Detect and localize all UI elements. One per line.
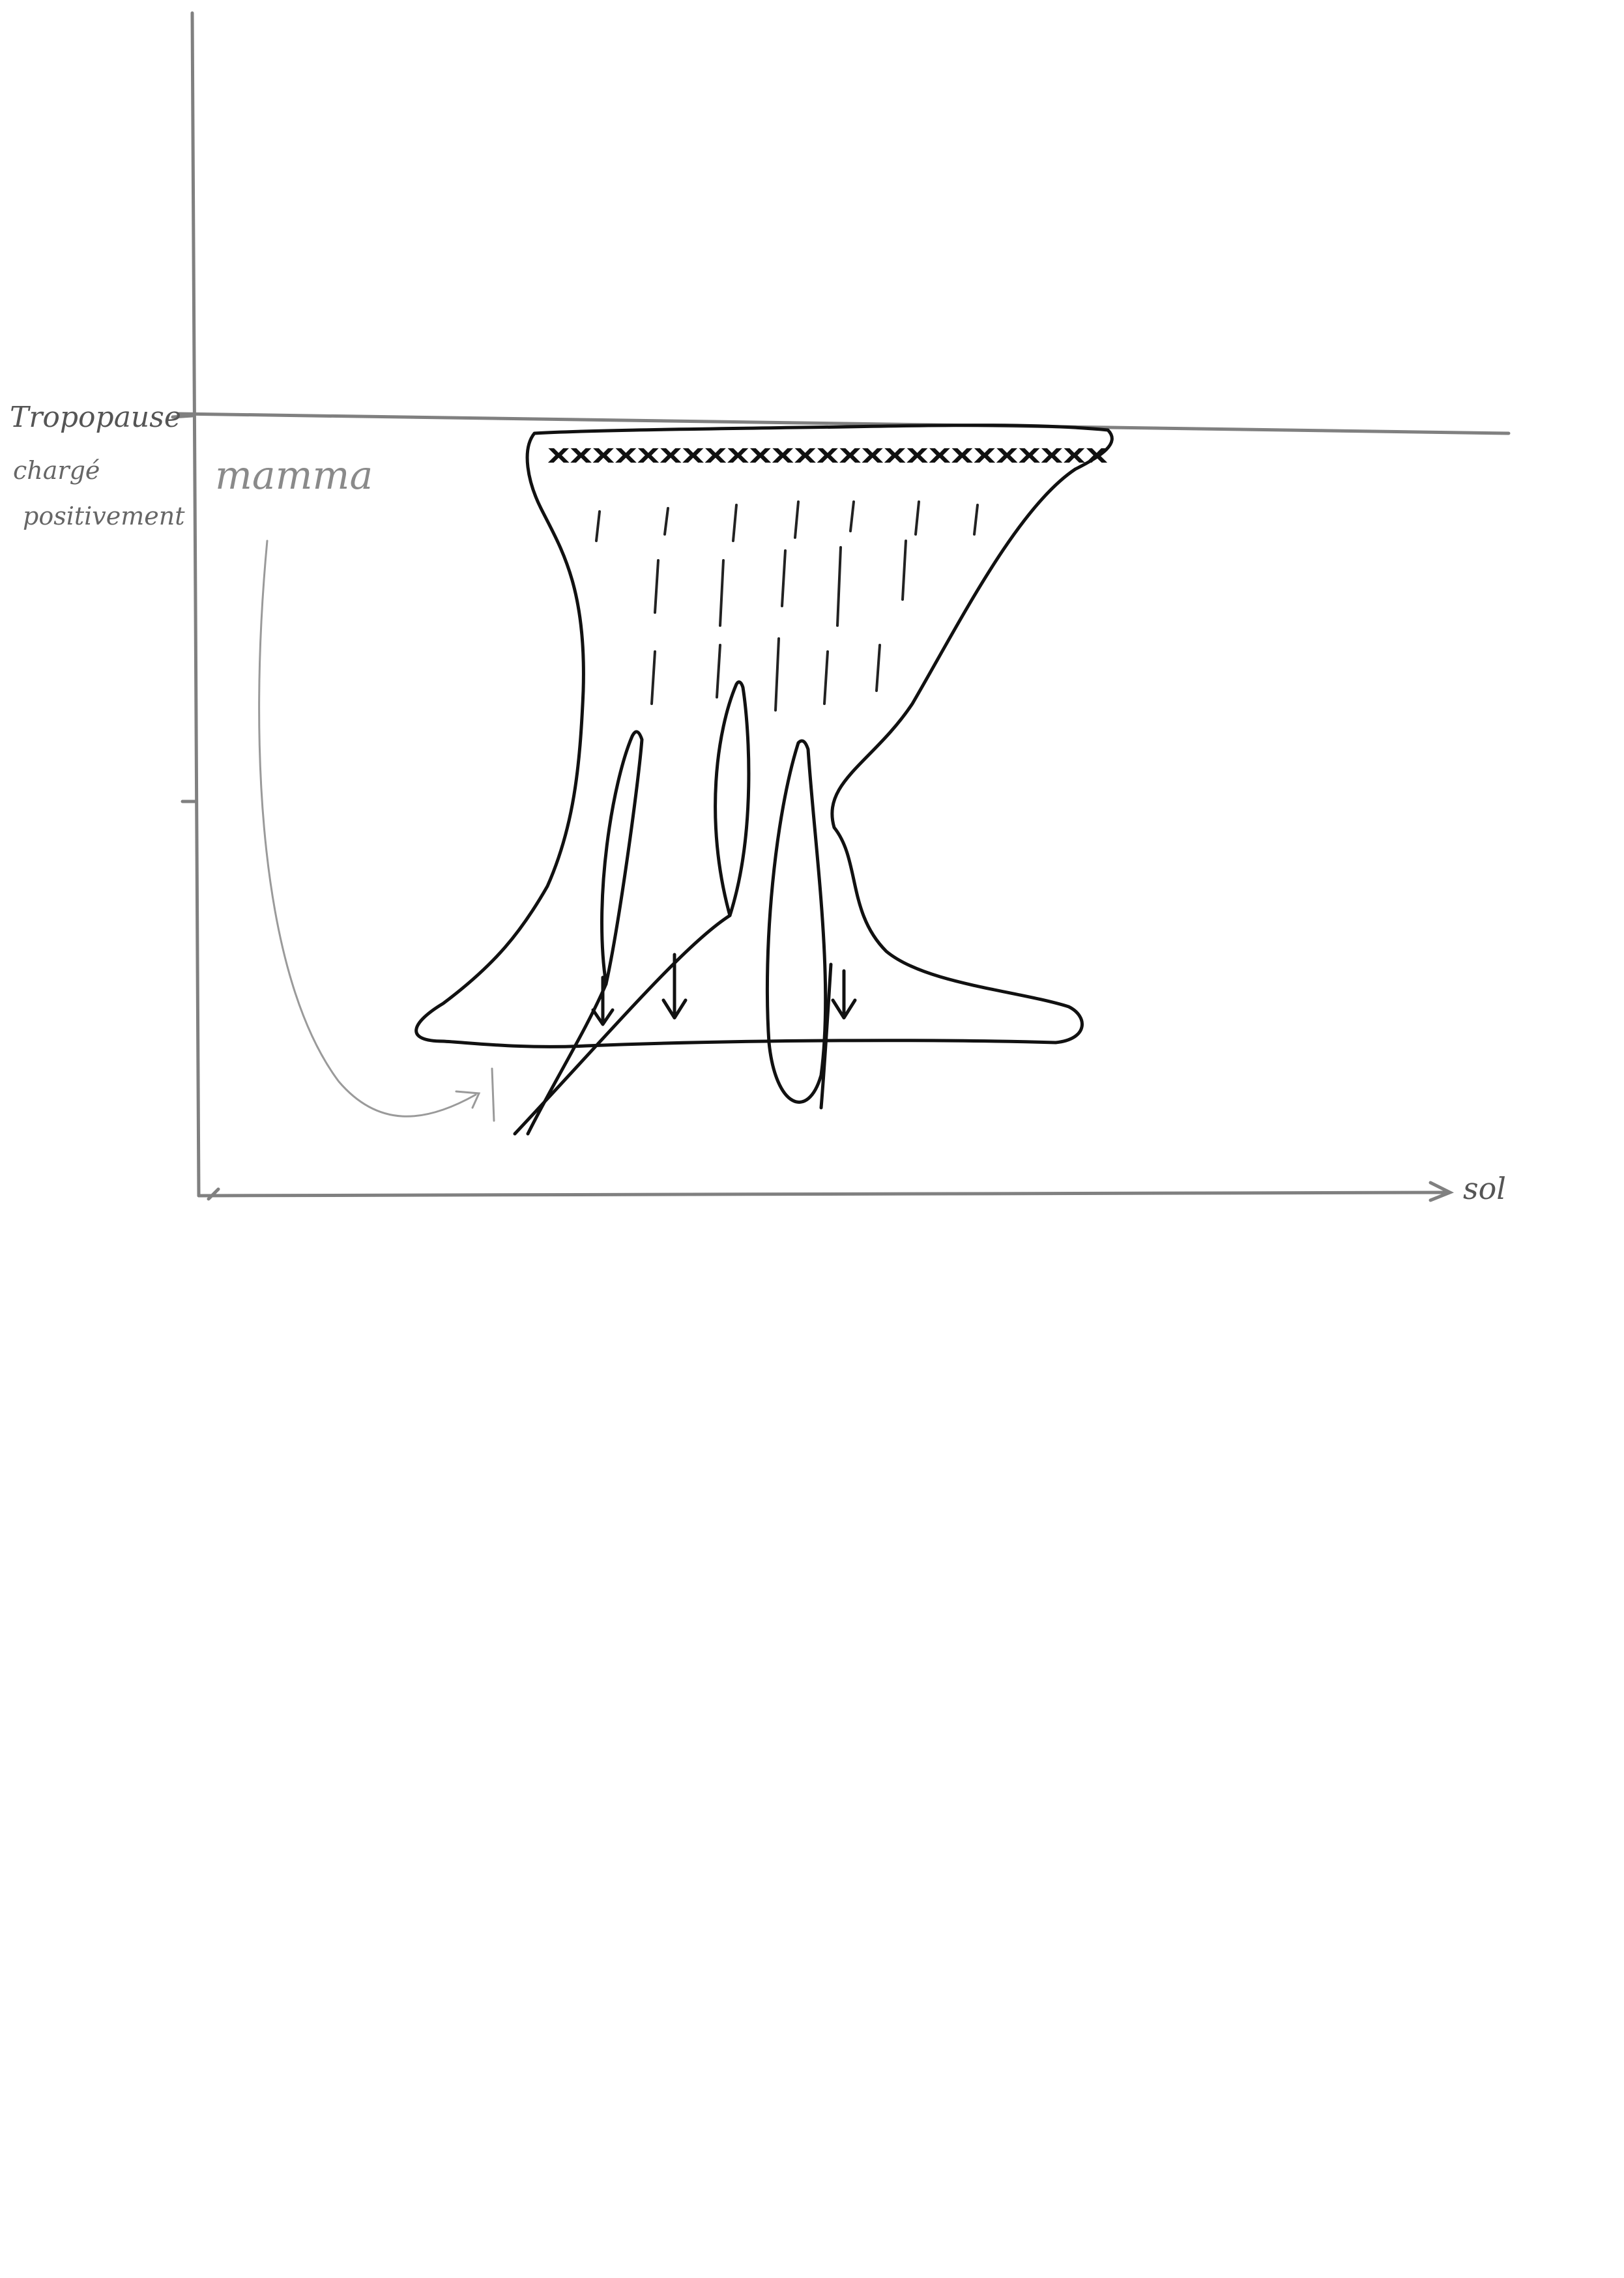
precipitation-streaks xyxy=(595,500,979,712)
downdraft-arrows xyxy=(591,953,857,1026)
ground-discharge-mark xyxy=(491,1067,495,1122)
charge-label-line2: positivement xyxy=(23,502,185,530)
mamma-label: mamma xyxy=(215,453,373,498)
cloud-outline xyxy=(414,424,1114,1048)
lightning-strokes xyxy=(513,680,833,1136)
ground-label: sol xyxy=(1463,1171,1506,1206)
positive-charge-symbols: XXXXXXXXXXXXXXXXXXXXXXXXX xyxy=(547,445,1108,468)
mamma-pointer-arrow xyxy=(258,540,477,1117)
ground-axis xyxy=(197,1190,1449,1198)
tropopause-label: Tropopause xyxy=(10,401,181,434)
charge-label-line1: chargé xyxy=(13,456,100,485)
mamma-pointer-arrowhead xyxy=(455,1090,481,1109)
tropopause-tick xyxy=(171,414,194,419)
tropopause-line xyxy=(177,412,1511,435)
ground-axis-arrowhead xyxy=(1428,1181,1455,1202)
vertical-axis xyxy=(190,11,201,1198)
origin-tick xyxy=(207,1187,220,1201)
